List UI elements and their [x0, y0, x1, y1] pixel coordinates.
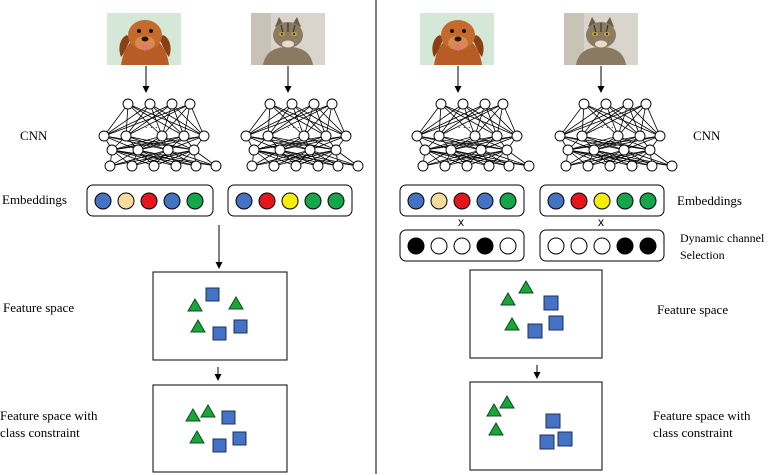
feature-space-label-right: Feature space — [657, 302, 728, 317]
mask-channel — [453, 237, 471, 255]
multiply-symbol-cat: x — [598, 215, 604, 229]
embedding-channel — [407, 192, 425, 210]
feature-square — [557, 431, 573, 447]
feature-triangle — [504, 317, 520, 331]
feature-triangle — [499, 395, 515, 409]
feature-space-points-left — [187, 287, 248, 341]
embedding-channel — [304, 192, 322, 210]
cat-photo-right — [563, 12, 639, 66]
embedding-channel — [163, 192, 181, 210]
embedding-channel — [453, 192, 471, 210]
embeddings-label-left: Embeddings — [2, 192, 67, 207]
feature-triangle — [185, 408, 201, 422]
embedding-channel — [476, 192, 494, 210]
feature-square — [212, 326, 227, 341]
feature-space-box-right — [469, 269, 603, 359]
right-panel: CNN Embeddings x x Dynamic channel Selec… — [399, 12, 765, 471]
embedding-channel — [639, 192, 657, 210]
embedding-channel — [281, 192, 299, 210]
feature-space-box-left — [152, 271, 288, 361]
class-constraint-points-right — [486, 395, 573, 450]
mask-channel — [616, 237, 634, 255]
fs-class-label-right-line2: class constraint — [653, 425, 733, 440]
feature-square — [543, 295, 559, 311]
dog-photo-left — [107, 13, 181, 65]
feature-triangle — [189, 430, 205, 444]
cnn-network-dog-left — [98, 98, 222, 172]
embedding-channel — [547, 192, 565, 210]
feature-space-points-right — [500, 280, 564, 339]
mask-channel — [476, 237, 494, 255]
feature-triangle — [200, 404, 216, 418]
fs-class-label-right-line1: Feature space with — [653, 408, 751, 423]
embedding-channel — [570, 192, 588, 210]
embedding-vector-dog-left — [94, 192, 204, 210]
feature-triangle — [228, 296, 244, 310]
embedding-vector-dog-right — [407, 192, 517, 210]
class-constraint-box-left — [152, 384, 288, 473]
cnn-network-dog-right — [411, 98, 535, 172]
feature-triangle — [500, 292, 516, 306]
feature-triangle — [187, 298, 203, 312]
feature-square — [233, 319, 248, 334]
mask-channel — [570, 237, 588, 255]
dog-photo-right — [420, 13, 494, 65]
class-constraint-points-left — [185, 404, 247, 453]
multiply-symbol-dog: x — [458, 215, 464, 229]
cnn-label-right: CNN — [693, 128, 721, 143]
embeddings-label-right: Embeddings — [677, 193, 742, 208]
mask-channel — [593, 237, 611, 255]
mask-channel — [547, 237, 565, 255]
embedding-channel — [430, 192, 448, 210]
feature-square — [548, 315, 564, 331]
mask-channel — [499, 237, 517, 255]
feature-square — [205, 287, 220, 302]
channel-mask-cat — [547, 237, 657, 255]
feature-square — [221, 410, 236, 425]
embedding-channel — [117, 192, 135, 210]
feature-triangle — [486, 403, 502, 417]
embedding-channel — [616, 192, 634, 210]
embedding-channel — [186, 192, 204, 210]
embedding-channel — [258, 192, 276, 210]
dynamic-channel-label-line2: Selection — [680, 248, 725, 262]
left-panel: CNN Embeddings Feature space Feature spa… — [0, 12, 364, 473]
fs-class-label-left-line1: Feature space with — [0, 408, 98, 423]
feature-square — [212, 438, 227, 453]
channel-mask-dog — [407, 237, 517, 255]
embedding-vector-cat-left — [235, 192, 345, 210]
mask-channel — [407, 237, 425, 255]
dynamic-channel-label-line1: Dynamic channel — [680, 231, 765, 245]
embedding-channel — [327, 192, 345, 210]
cnn-network-cat-left — [240, 98, 364, 172]
embedding-channel — [140, 192, 158, 210]
cnn-network-cat-right — [554, 98, 678, 172]
fs-class-label-left-line2: class constraint — [0, 425, 80, 440]
feature-square — [545, 413, 561, 429]
class-constraint-box-right — [469, 381, 603, 471]
feature-square — [527, 323, 543, 339]
embedding-channel — [94, 192, 112, 210]
embedding-channel — [235, 192, 253, 210]
embedding-channel — [593, 192, 611, 210]
mask-channel — [639, 237, 657, 255]
mask-channel — [430, 237, 448, 255]
feature-square — [539, 434, 555, 450]
cat-photo-left — [250, 12, 326, 66]
feature-space-label-left: Feature space — [3, 300, 74, 315]
feature-triangle — [190, 319, 206, 333]
feature-square — [232, 431, 247, 446]
embedding-channel — [499, 192, 517, 210]
feature-triangle — [488, 422, 504, 436]
embedding-vector-cat-right — [547, 192, 657, 210]
feature-triangle — [518, 280, 534, 294]
cnn-label-left: CNN — [20, 128, 48, 143]
